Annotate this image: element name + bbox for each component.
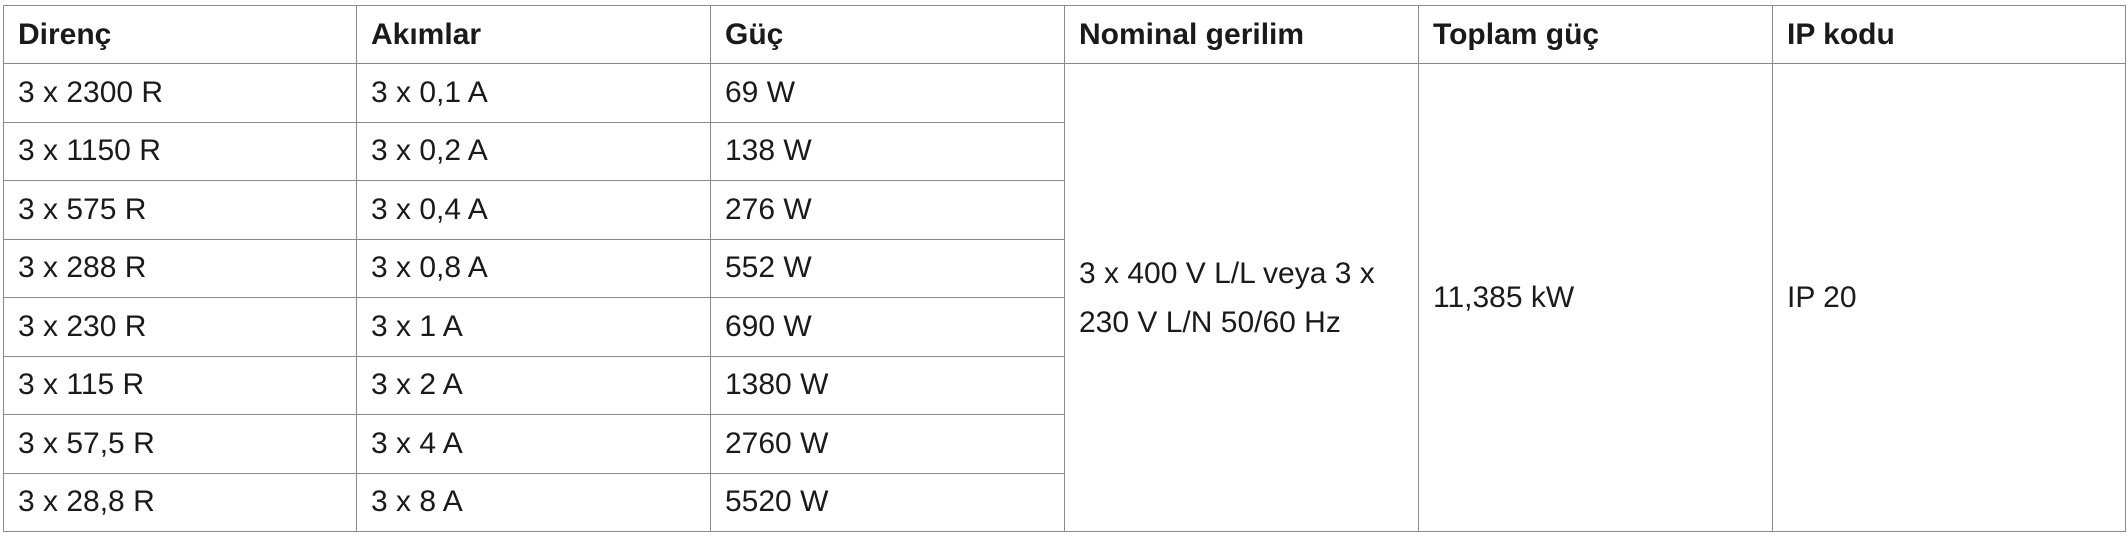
cell-current: 3 x 4 A xyxy=(356,414,711,474)
cell-power: 1380 W xyxy=(710,355,1065,415)
cell-resistance: 3 x 57,5 R xyxy=(3,414,357,474)
cell-resistance: 3 x 230 R xyxy=(3,297,357,357)
header-total-power: Toplam güç xyxy=(1418,5,1773,64)
table-row: 3 x 230 R 3 x 1 A 690 W xyxy=(3,297,2126,357)
header-row: Direnç Akımlar Güç Nominal gerilim Topla… xyxy=(3,5,2126,64)
cell-power: 138 W xyxy=(710,121,1065,181)
cell-total-power: 11,385 kW xyxy=(1418,63,1773,532)
spec-table: Direnç Akımlar Güç Nominal gerilim Topla… xyxy=(3,5,2126,532)
cell-resistance: 3 x 115 R xyxy=(3,355,357,415)
cell-resistance: 3 x 288 R xyxy=(3,238,357,298)
table-row: 3 x 2300 R 3 x 0,1 A 69 W 3 x 400 V L/L … xyxy=(3,63,2126,532)
table-row: 3 x 57,5 R 3 x 4 A 2760 W xyxy=(3,414,2126,474)
cell-power: 69 W xyxy=(710,63,1065,123)
cell-resistance: 3 x 2300 R xyxy=(3,63,357,123)
header-ip-code: IP kodu xyxy=(1772,5,2126,64)
header-resistance: Direnç xyxy=(3,5,357,64)
cell-power: 552 W xyxy=(710,238,1065,298)
header-power: Güç xyxy=(710,5,1065,64)
cell-current: 3 x 2 A xyxy=(356,355,711,415)
table-row: 3 x 28,8 R 3 x 8 A 5520 W xyxy=(3,472,2126,532)
cell-current: 3 x 0,4 A xyxy=(356,180,711,240)
cell-resistance: 3 x 1150 R xyxy=(3,121,357,181)
table-row: 3 x 1150 R 3 x 0,2 A 138 W xyxy=(3,121,2126,181)
cell-ip-code: IP 20 xyxy=(1772,63,2126,532)
cell-current: 3 x 8 A xyxy=(356,472,711,532)
header-currents: Akımlar xyxy=(356,5,711,64)
cell-power: 5520 W xyxy=(710,472,1065,532)
cell-resistance: 3 x 575 R xyxy=(3,180,357,240)
header-nominal-voltage: Nominal gerilim xyxy=(1064,5,1419,64)
cell-nominal-voltage: 3 x 400 V L/L veya 3 x 230 V L/N 50/60 H… xyxy=(1064,63,1419,532)
table-row: 3 x 115 R 3 x 2 A 1380 W xyxy=(3,355,2126,415)
cell-current: 3 x 0,1 A xyxy=(356,63,711,123)
cell-power: 690 W xyxy=(710,297,1065,357)
cell-power: 2760 W xyxy=(710,414,1065,474)
cell-current: 3 x 0,8 A xyxy=(356,238,711,298)
cell-power: 276 W xyxy=(710,180,1065,240)
cell-current: 3 x 1 A xyxy=(356,297,711,357)
cell-resistance: 3 x 28,8 R xyxy=(3,472,357,532)
cell-current: 3 x 0,2 A xyxy=(356,121,711,181)
